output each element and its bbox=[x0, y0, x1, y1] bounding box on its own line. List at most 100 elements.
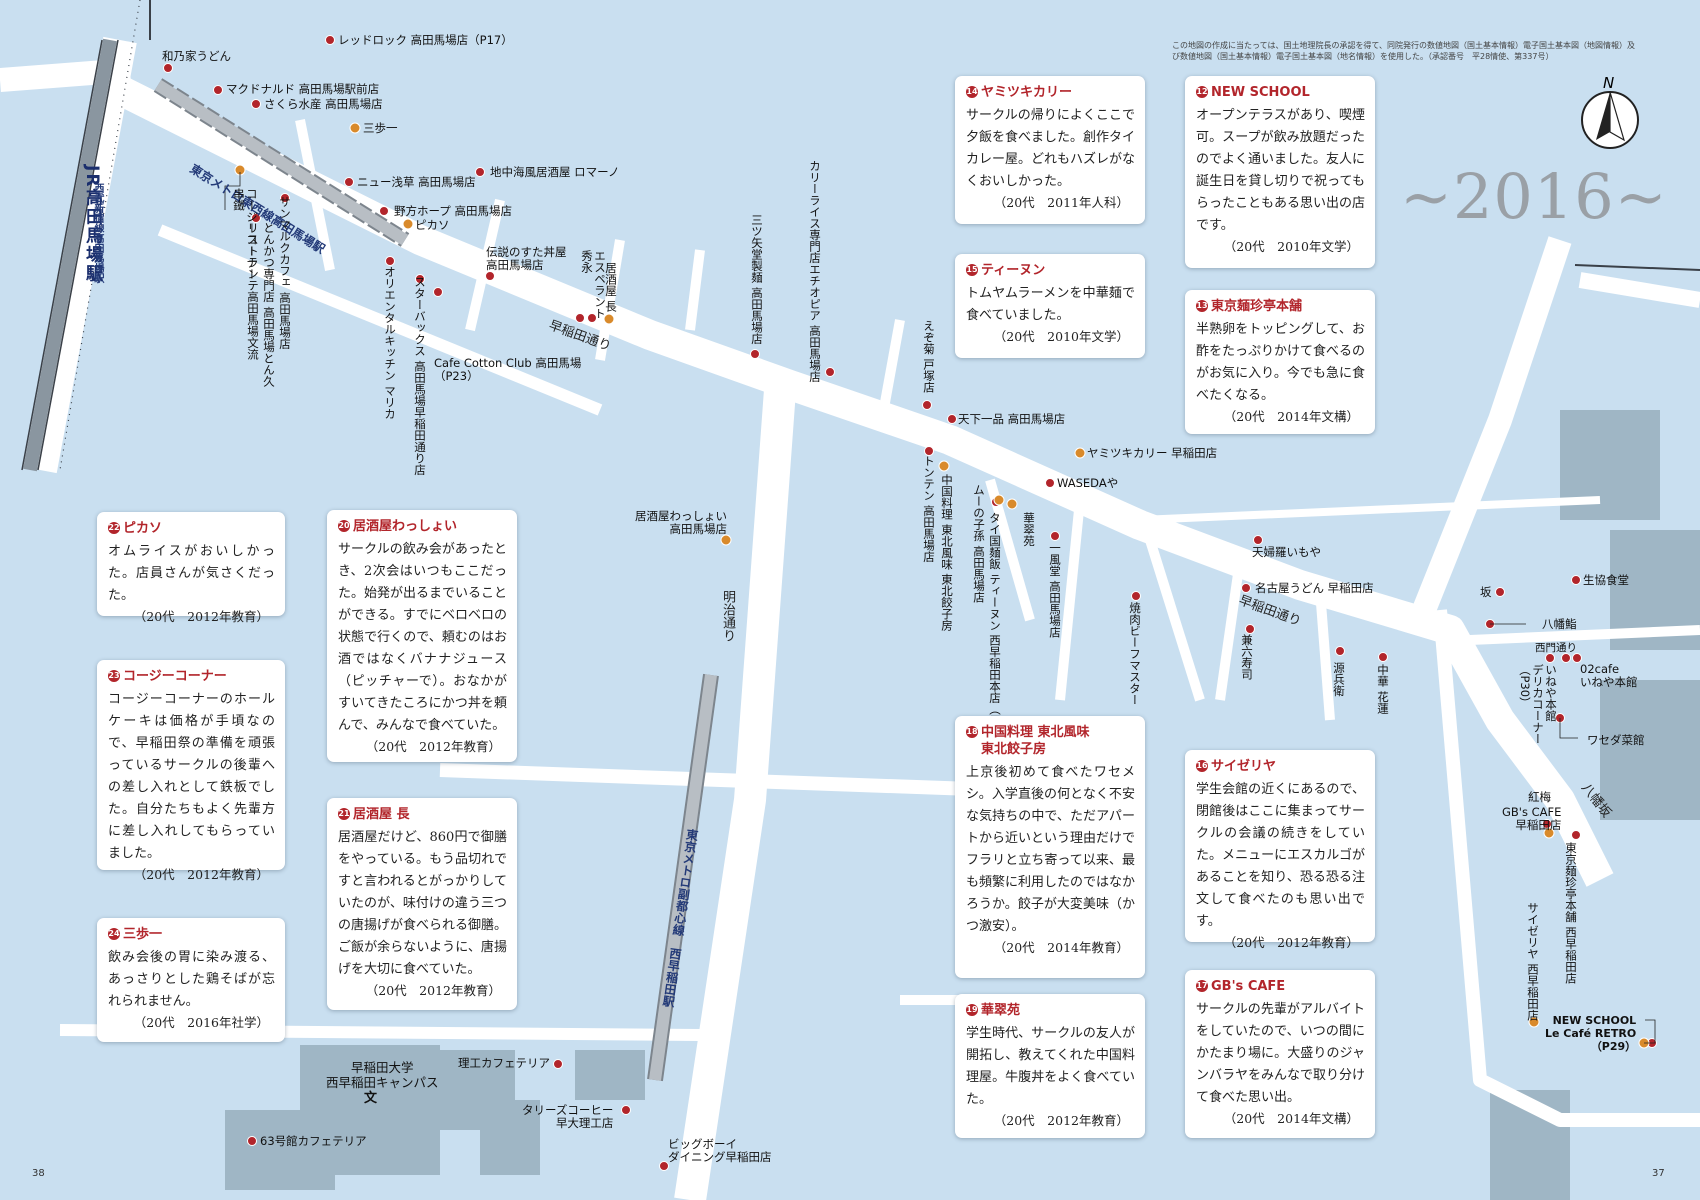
place-label-waseda-saikan[interactable]: ワセダ菜館 bbox=[1587, 733, 1645, 747]
place-label-tullys[interactable]: タリーズコーヒー 早大理工店 bbox=[522, 1103, 614, 1130]
place-marker[interactable] bbox=[1131, 591, 1141, 601]
place-label-cafe-cotton-club[interactable]: Cafe Cotton Club 高田馬場 （P23） bbox=[434, 356, 582, 383]
place-marker[interactable] bbox=[1378, 652, 1388, 662]
place-marker[interactable] bbox=[1050, 531, 1060, 541]
place-label-sanpoichi[interactable]: 三歩一 bbox=[363, 121, 398, 135]
place-marker[interactable] bbox=[163, 63, 173, 73]
place-label-ippudo[interactable]: 一風堂 高田馬場店 bbox=[1048, 542, 1062, 638]
place-label-sakura-suisan[interactable]: さくら水産 高田馬場店 bbox=[264, 97, 383, 111]
place-label-new-school[interactable]: NEW SCHOOL Le Café RETRO （P29） bbox=[1545, 1014, 1637, 1053]
place-label-kakaren[interactable]: 中華 花蓮 bbox=[1376, 664, 1390, 714]
place-label-kasuien[interactable]: 華翠苑 bbox=[1022, 512, 1036, 547]
place-label-sutadon[interactable]: 伝説のすた丼屋 高田馬場店 bbox=[486, 245, 567, 272]
place-marker[interactable] bbox=[750, 349, 760, 359]
place-label-mitsuyado[interactable]: 三ツ矢堂製麺 高田馬場店 bbox=[750, 214, 764, 345]
place-marker[interactable] bbox=[251, 213, 261, 223]
place-label-cozy-corner[interactable]: コージーコーナー 串鐵 bbox=[232, 188, 259, 280]
place-marker[interactable] bbox=[1495, 587, 1505, 597]
numbered-marker[interactable] bbox=[349, 122, 361, 134]
place-marker[interactable] bbox=[1245, 624, 1255, 634]
place-label-redrock[interactable]: レッドロック 高田馬場店（P17） bbox=[338, 33, 513, 47]
numbered-marker[interactable] bbox=[1074, 447, 1086, 459]
place-marker[interactable] bbox=[575, 313, 585, 323]
place-marker[interactable] bbox=[553, 1059, 563, 1069]
place-label-sanmarc[interactable]: サンマルクカフェ 高田馬場店 bbox=[278, 196, 292, 350]
numbered-marker[interactable] bbox=[720, 534, 732, 546]
place-marker[interactable] bbox=[475, 167, 485, 177]
place-label-koubai[interactable]: 紅梅 bbox=[1528, 790, 1551, 804]
place-label-wasshoi[interactable]: 居酒屋わっしょい 高田馬場店 bbox=[635, 509, 727, 536]
place-marker[interactable] bbox=[587, 313, 597, 323]
numbered-marker[interactable] bbox=[938, 460, 950, 472]
numbered-marker[interactable] bbox=[402, 218, 414, 230]
place-marker[interactable] bbox=[1571, 575, 1581, 585]
place-label-nagoya-udon[interactable]: 名古屋うどん 早稲田店 bbox=[1255, 581, 1374, 595]
place-label-nogata-hope[interactable]: 野方ホープ 高田馬場店 bbox=[394, 204, 512, 218]
numbered-marker[interactable] bbox=[1528, 1016, 1540, 1028]
numbered-marker[interactable] bbox=[993, 494, 1005, 506]
place-label-saizeriya[interactable]: サイゼリヤ 西早稲田店 bbox=[1526, 902, 1540, 1021]
place-label-hachiman-zushi[interactable]: 八幡鮨 bbox=[1542, 617, 1577, 631]
numbered-marker[interactable] bbox=[1006, 498, 1018, 510]
place-label-ristorante[interactable]: リストランテ高田馬場文流 bbox=[246, 222, 260, 360]
place-label-romano[interactable]: 地中海風居酒屋 ロマーノ bbox=[490, 165, 620, 179]
place-marker[interactable] bbox=[379, 206, 389, 216]
place-label-gbs-cafe[interactable]: GB's CAFE 早稲田店 bbox=[1502, 805, 1562, 832]
place-marker[interactable] bbox=[213, 85, 223, 95]
place-marker[interactable] bbox=[247, 1136, 257, 1146]
place-label-yamitsuki-curry[interactable]: ヤミツキカリー 早稲田店 bbox=[1087, 446, 1218, 460]
place-marker[interactable] bbox=[825, 367, 835, 377]
place-marker[interactable] bbox=[485, 271, 495, 281]
place-marker[interactable] bbox=[1571, 830, 1581, 840]
place-marker[interactable] bbox=[280, 193, 290, 203]
place-label-oriental-kitchen[interactable]: オリエンタルキッチン マリカ bbox=[383, 266, 397, 420]
place-label-esperanto[interactable]: エスペラント 秀永 bbox=[580, 250, 607, 319]
place-label-mcdonalds[interactable]: マクドナルド 高田馬場駅前店 bbox=[226, 82, 380, 96]
place-marker[interactable] bbox=[922, 400, 932, 410]
place-label-tempura-imoya[interactable]: 天婦羅いもや bbox=[1252, 545, 1321, 559]
place-label-ezogiku[interactable]: えぞ菊 戸塚店 bbox=[922, 320, 936, 393]
place-label-saka[interactable]: 坂 bbox=[1480, 585, 1492, 599]
place-marker[interactable] bbox=[1545, 653, 1555, 663]
place-label-tenkaippin[interactable]: 天下一品 高田馬場店 bbox=[958, 412, 1066, 426]
place-label-beef-master[interactable]: 焼肉ビーフマスター bbox=[1128, 602, 1142, 706]
numbered-marker[interactable] bbox=[603, 313, 615, 325]
place-marker[interactable] bbox=[1241, 583, 1251, 593]
place-label-cafeteria-63[interactable]: 63号館カフェテリア bbox=[260, 1134, 367, 1148]
place-marker[interactable] bbox=[251, 99, 261, 109]
place-label-seikyo[interactable]: 生協食堂 bbox=[1583, 573, 1629, 587]
place-marker[interactable] bbox=[1253, 535, 1263, 545]
place-marker[interactable] bbox=[1335, 646, 1345, 656]
place-label-tonten[interactable]: トンテン 高田馬場店 bbox=[922, 455, 936, 563]
place-label-tonkatsu[interactable]: とんかつ専門店 高田馬場とん久 bbox=[262, 222, 276, 387]
place-marker[interactable] bbox=[947, 414, 957, 424]
place-label-tinun[interactable]: タイ国麺飯 ティーヌン 西早稲田本店（P25） bbox=[988, 512, 1002, 748]
place-marker[interactable] bbox=[621, 1105, 631, 1115]
place-label-starbucks[interactable]: スターバックス 高田馬場早稲田通り店 bbox=[413, 276, 427, 476]
place-label-mu-no-shison[interactable]: ムーの子孫 高田馬場店 bbox=[972, 484, 986, 603]
place-label-ineya-deli[interactable]: いねや本館 デリカコーナー （P30） bbox=[1518, 664, 1558, 745]
place-label-genbei[interactable]: 源兵衛 bbox=[1332, 662, 1346, 697]
place-marker[interactable] bbox=[659, 1161, 669, 1171]
place-label-riko-cafeteria[interactable]: 理工カフェテリア bbox=[458, 1056, 550, 1070]
place-marker[interactable] bbox=[344, 177, 354, 187]
place-marker[interactable] bbox=[1561, 653, 1571, 663]
place-label-02cafe[interactable]: 02cafe いねや本館 bbox=[1580, 662, 1638, 689]
place-marker[interactable] bbox=[1045, 478, 1055, 488]
place-label-tohoku-gyozabo[interactable]: 中国料理 東北風味 東北餃子房 bbox=[940, 474, 954, 631]
place-marker[interactable] bbox=[924, 446, 934, 456]
place-label-picasso[interactable]: ピカソ bbox=[415, 218, 450, 232]
place-marker[interactable] bbox=[1572, 653, 1582, 663]
